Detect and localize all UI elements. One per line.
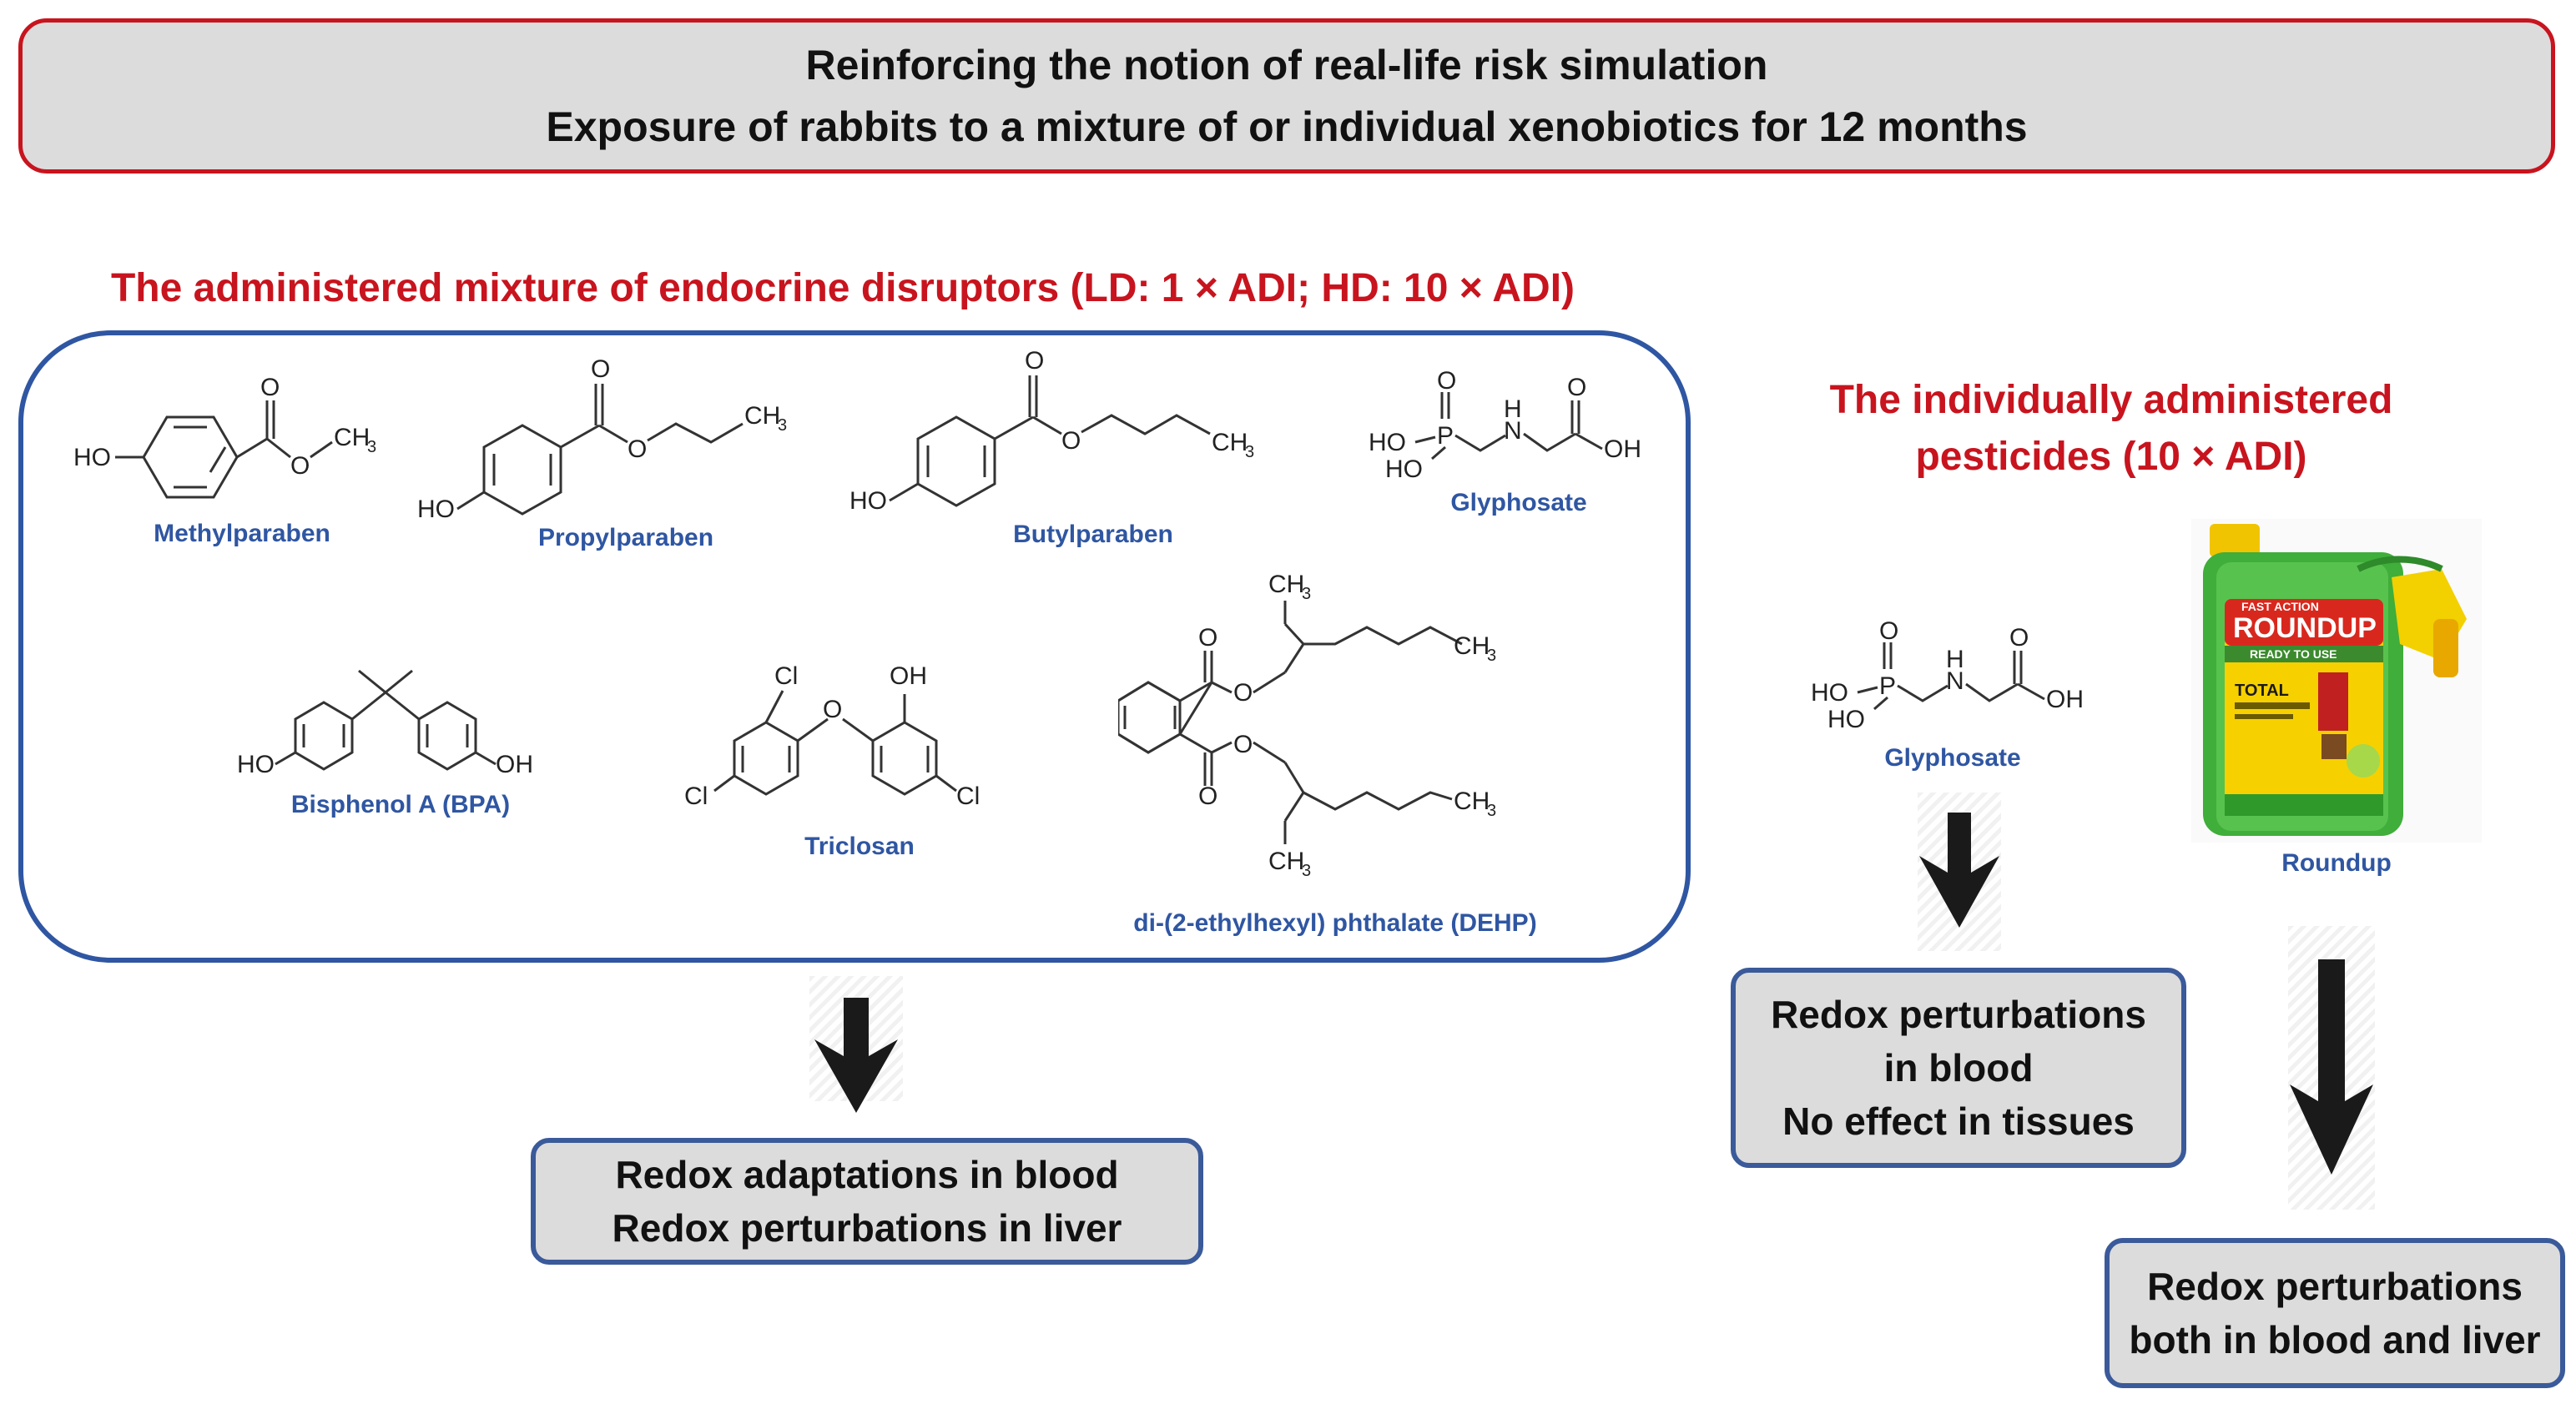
glyphosate-result-box: Redox perturbations in blood No effect i… <box>1731 968 2186 1168</box>
svg-text:O: O <box>1025 347 1044 375</box>
mixture-result-line-1: Redox adaptations in blood <box>615 1153 1119 1196</box>
svg-text:O: O <box>823 696 842 723</box>
svg-text:HO: HO <box>1827 706 1865 733</box>
triclosan-structure: Cl Cl O OH Cl <box>684 662 980 810</box>
glyphosate-result-line-2: in blood <box>1883 1046 2034 1089</box>
svg-text:HO: HO <box>1385 455 1423 483</box>
roundup-down-arrow-icon <box>2290 959 2373 1175</box>
mixture-down-arrow-icon <box>814 998 898 1113</box>
svg-text:O: O <box>1437 367 1456 395</box>
mixture-result-line-2: Redox perturbations in liver <box>612 1206 1122 1250</box>
individual-title: The individually administered pesticides… <box>1736 372 2487 486</box>
butylparaben-label: Butylparaben <box>1013 521 1173 548</box>
svg-text:OH: OH <box>1604 435 1641 463</box>
mixture-box <box>18 330 1691 963</box>
individual-title-line-2: pesticides (10 × ADI) <box>1915 435 2307 479</box>
svg-text:O: O <box>628 435 647 463</box>
svg-text:CH: CH <box>1268 848 1304 875</box>
glyphosate-structure-individual: HO HO P O H N O OH <box>1811 617 2084 733</box>
individual-title-line-1: The individually administered <box>1829 378 2393 422</box>
svg-text:H: H <box>1946 646 1964 673</box>
svg-text:Cl: Cl <box>774 662 798 690</box>
header-title-line-2: Exposure of rabbits to a mixture of or i… <box>546 103 2028 150</box>
roundup-total-text: TOTAL <box>2235 682 2289 700</box>
header-box: Reinforcing the notion of real-life risk… <box>18 18 2555 174</box>
methylparaben-label: Methylparaben <box>154 520 330 547</box>
svg-text:H: H <box>1504 395 1522 423</box>
svg-text:3: 3 <box>1487 802 1496 820</box>
svg-text:HO: HO <box>73 444 111 471</box>
propylparaben-structure: HO O O CH3 <box>417 355 787 523</box>
svg-text:O: O <box>1233 679 1253 707</box>
glyphosate-label-mixture: Glyphosate <box>1450 489 1587 516</box>
svg-text:OH: OH <box>2046 686 2084 713</box>
bpa-label: Bisphenol A (BPA) <box>290 791 511 818</box>
butylparaben-structure: HO O O CH3 <box>849 347 1254 515</box>
glyphosate-structure-mixture: HO HO P O H N O OH <box>1369 367 1641 483</box>
svg-text:CH: CH <box>1212 429 1248 456</box>
svg-text:HO: HO <box>849 487 887 515</box>
svg-text:3: 3 <box>367 438 376 456</box>
svg-text:OH: OH <box>890 662 927 690</box>
svg-text:HO: HO <box>1369 429 1406 456</box>
svg-text:3: 3 <box>1302 585 1311 603</box>
svg-text:Cl: Cl <box>956 782 980 810</box>
svg-text:3: 3 <box>1487 647 1496 665</box>
roundup-brand-text: ROUNDUP <box>2233 612 2377 644</box>
roundup-result-line-2: both in blood and liver <box>2129 1318 2541 1361</box>
svg-text:N: N <box>1946 667 1964 695</box>
methylparaben-structure: HO O O CH3 <box>73 374 376 499</box>
roundup-top-text: FAST ACTION <box>2241 600 2319 613</box>
svg-text:O: O <box>1061 427 1081 455</box>
svg-text:Cl: Cl <box>684 782 708 810</box>
glyphosate-result-line-3: No effect in tissues <box>1782 1100 2135 1143</box>
header-title-line-1: Reinforcing the notion of real-life risk… <box>805 42 1768 88</box>
svg-text:3: 3 <box>1245 443 1254 461</box>
svg-text:P: P <box>1437 422 1454 450</box>
roundup-sub-text: READY TO USE <box>2250 647 2337 661</box>
svg-text:OH: OH <box>496 751 533 778</box>
svg-text:O: O <box>2009 624 2029 652</box>
glyphosate-label-individual: Glyphosate <box>1884 744 2021 772</box>
svg-text:P: P <box>1879 672 1896 700</box>
svg-text:CH: CH <box>1454 632 1490 660</box>
svg-text:O: O <box>1879 617 1898 645</box>
svg-text:CH: CH <box>1268 571 1304 598</box>
triclosan-label: Triclosan <box>804 833 915 860</box>
roundup-result-box: Redox perturbations both in blood and li… <box>2105 1238 2565 1388</box>
svg-text:CH: CH <box>744 402 780 430</box>
svg-text:O: O <box>1198 782 1217 810</box>
bpa-structure: HO OH <box>237 669 533 778</box>
svg-text:O: O <box>260 374 280 401</box>
svg-text:O: O <box>1233 731 1253 758</box>
svg-text:N: N <box>1504 417 1522 445</box>
svg-text:HO: HO <box>417 496 455 523</box>
dehp-label: di-(2-ethylhexyl) phthalate (DEHP) <box>1133 909 1537 937</box>
mixture-result-box: Redox adaptations in blood Redox perturb… <box>531 1138 1203 1265</box>
svg-text:CH: CH <box>334 424 370 451</box>
dehp-structure: CH3 CH3 O O O O CH3 CH3 <box>1118 571 1496 880</box>
roundup-label: Roundup <box>2281 849 2392 877</box>
svg-text:HO: HO <box>1811 679 1848 707</box>
svg-text:3: 3 <box>1302 862 1311 880</box>
glyphosate-result-line-1: Redox perturbations <box>1771 993 2146 1036</box>
mixture-title: The administered mixture of endocrine di… <box>110 266 1575 310</box>
propylparaben-label: Propylparaben <box>537 524 714 551</box>
svg-text:O: O <box>591 355 610 383</box>
svg-text:3: 3 <box>778 416 787 435</box>
svg-text:O: O <box>1198 624 1217 652</box>
svg-text:HO: HO <box>237 751 275 778</box>
glyphosate-down-arrow-icon <box>1919 813 1999 928</box>
roundup-product-image: FAST ACTION ROUNDUP READY TO USE TOTAL <box>2191 519 2482 843</box>
roundup-result-line-1: Redox perturbations <box>2147 1265 2523 1308</box>
svg-text:CH: CH <box>1454 788 1490 815</box>
svg-text:O: O <box>1567 374 1586 401</box>
svg-text:O: O <box>290 452 310 480</box>
